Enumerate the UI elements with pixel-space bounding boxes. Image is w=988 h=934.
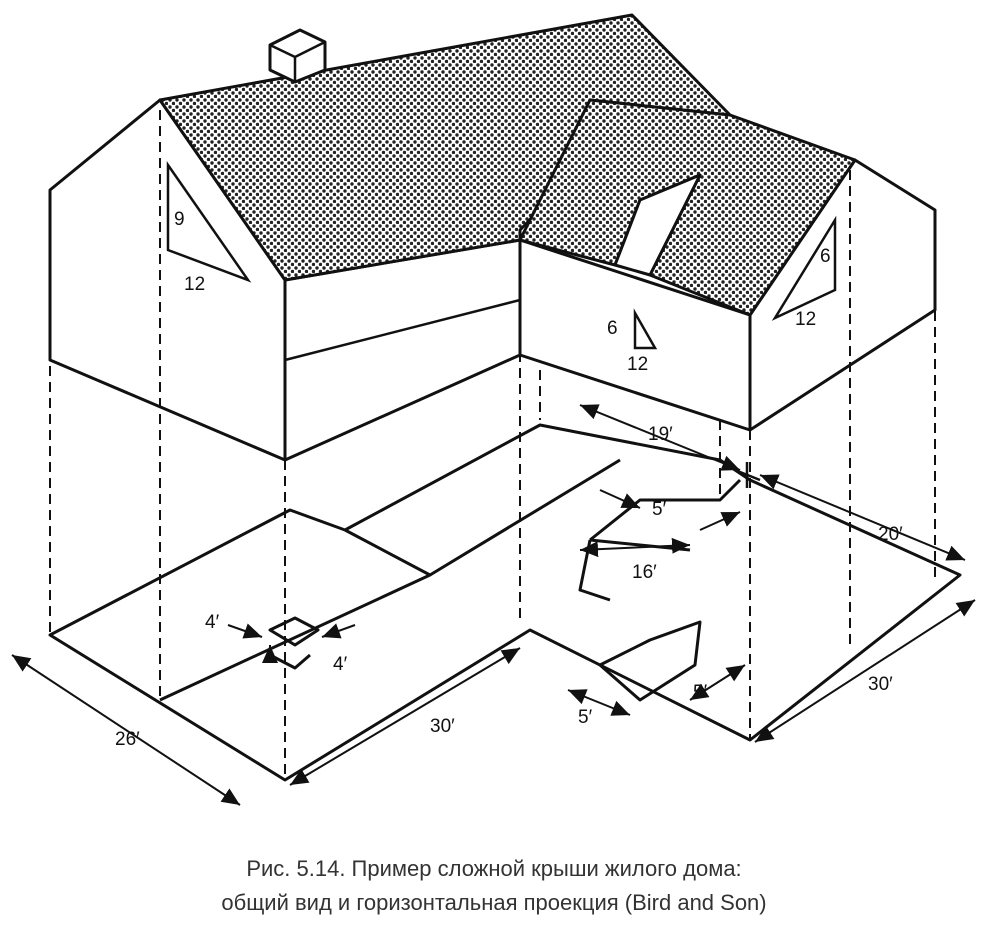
main-house bbox=[48, 13, 732, 462]
dim-30-main: 30′ bbox=[430, 716, 455, 737]
dormer bbox=[613, 173, 702, 277]
main-slope-run: 12 bbox=[184, 274, 205, 295]
dim-5-porch-b: 5′ bbox=[693, 682, 708, 703]
caption-line-1: Рис. 5.14. Пример сложной крыши жилого д… bbox=[246, 856, 742, 881]
dim-16: 16′ bbox=[632, 562, 657, 583]
dimension-labels: 26′ 30′ 19′ 20′ 30′ 16′ 5′ 5′ 5′ 4′ 4′ bbox=[115, 424, 903, 750]
wing-slope-rise: 6 bbox=[820, 246, 831, 267]
dim-5-porch-a: 5′ bbox=[578, 707, 593, 728]
plan-porch bbox=[598, 620, 702, 702]
roof-diagram: 9 12 6 12 6 12 bbox=[11, 13, 976, 806]
main-slope-triangle: 9 12 bbox=[166, 161, 252, 295]
dim-19: 19′ bbox=[648, 424, 673, 445]
dormer-slope-rise: 6 bbox=[607, 318, 618, 339]
main-slope-rise: 9 bbox=[174, 209, 185, 230]
wing bbox=[518, 98, 937, 432]
dim-20: 20′ bbox=[878, 524, 903, 545]
dim-5-valley: 5′ bbox=[652, 499, 667, 520]
dim-4-a: 4′ bbox=[205, 612, 220, 633]
dormer-slope-run: 12 bbox=[627, 354, 648, 375]
dimension-lines bbox=[11, 404, 976, 806]
wing-slope-triangle: 6 12 bbox=[771, 215, 837, 330]
plan-main-outline bbox=[48, 423, 962, 782]
dim-30-wing: 30′ bbox=[868, 674, 893, 695]
wing-slope-run: 12 bbox=[795, 309, 816, 330]
dim-26: 26′ bbox=[115, 729, 140, 750]
dim-4-b: 4′ bbox=[333, 654, 348, 675]
roof-plan bbox=[48, 423, 962, 782]
caption-line-2: общий вид и горизонтальная проекция (Bir… bbox=[221, 890, 767, 915]
plan-chimney bbox=[268, 616, 320, 647]
dormer-slope-triangle: 6 12 bbox=[607, 308, 658, 375]
